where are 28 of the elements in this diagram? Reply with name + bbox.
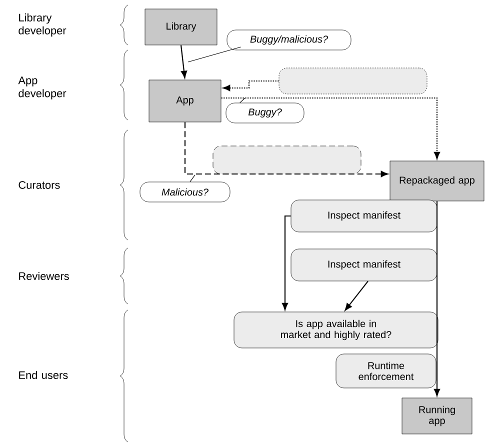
process-box: Running app: [402, 398, 472, 434]
process-box: Repackaged app: [390, 160, 484, 202]
leader-line: [190, 174, 196, 182]
rounded-box: Inspect manifest: [290, 248, 438, 282]
arrow: [282, 215, 291, 310]
rounded-box: Runtime enforcement: [336, 354, 436, 388]
row-label: Reviewers: [19, 272, 69, 280]
row-label: Library developer: [18, 13, 66, 37]
row-label: App developer: [18, 76, 66, 100]
rounded-box: Inspect manifest: [290, 200, 438, 232]
row-label: Curators: [18, 181, 60, 189]
callout-bubble: Malicious?: [140, 182, 230, 202]
rounded-box: [212, 146, 362, 174]
arrow: [344, 280, 368, 311]
arrow: [222, 80, 279, 92]
process-box: Library: [144, 8, 218, 46]
callout-bubble: Buggy/malicious?: [226, 30, 352, 50]
leader-line: [240, 98, 246, 104]
arrow: [184, 122, 388, 178]
arrow: [434, 201, 440, 396]
rounded-box: [278, 68, 428, 94]
callout-bubble: Buggy?: [226, 102, 304, 124]
leader-line: [188, 46, 242, 62]
rounded-box: Is app available in market and highly rated?: [234, 312, 438, 348]
row-label: End users: [19, 370, 68, 379]
arrow: [221, 97, 440, 160]
process-box: App: [148, 80, 222, 122]
arrow: [180, 45, 188, 78]
